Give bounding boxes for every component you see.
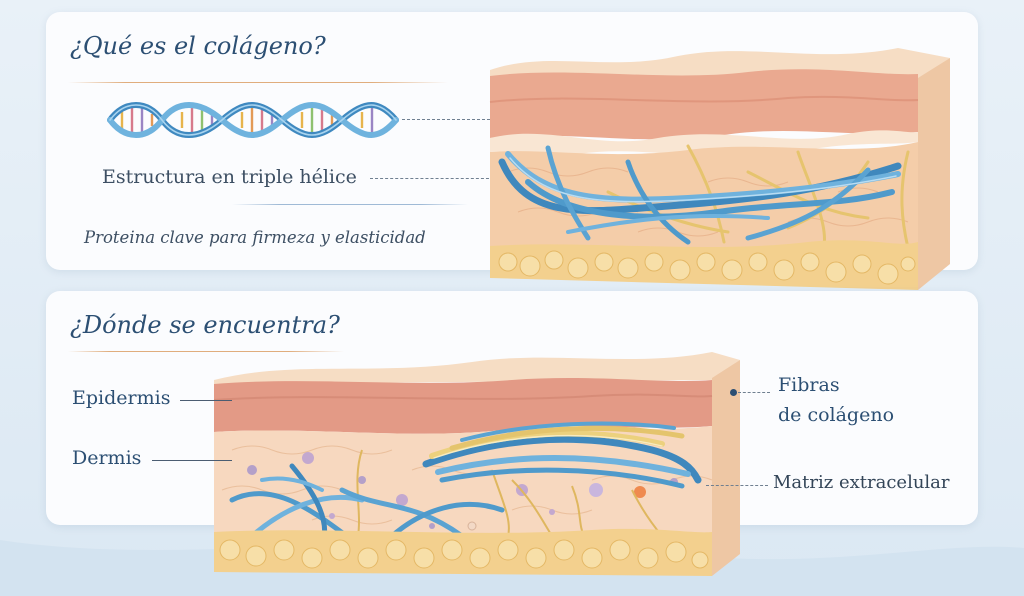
title2-underline — [68, 351, 344, 352]
epidermis-label: Epidermis — [72, 387, 171, 409]
dermis-pointer-line — [152, 460, 232, 461]
section1-title: ¿Qué es el colágeno? — [70, 32, 326, 60]
title-underline — [68, 82, 448, 83]
triple-helix-illustration — [107, 102, 399, 138]
skin-cross-section-illustration — [489, 48, 950, 290]
divider-line — [232, 204, 468, 205]
structure-label: Estructura en triple hélice — [102, 166, 357, 188]
matrix-pointer-line — [706, 485, 768, 486]
matrix-label: Matriz extracelular — [773, 472, 950, 493]
helix-connector-line — [402, 119, 510, 120]
skin-layers-illustration — [213, 352, 740, 576]
dermis-label: Dermis — [72, 447, 142, 469]
fibers-label-line1: Fibras — [778, 374, 840, 396]
epidermis-pointer-line — [180, 400, 232, 401]
structure-connector-line — [370, 178, 494, 179]
section2-title: ¿Dónde se encuentra? — [70, 311, 340, 339]
collagen-description: Proteina clave para firmeza y elasticida… — [84, 228, 426, 247]
fibers-pointer-line — [738, 392, 770, 393]
fibers-pointer-dot — [730, 389, 737, 396]
fibers-label-line2: de colágeno — [778, 404, 895, 426]
